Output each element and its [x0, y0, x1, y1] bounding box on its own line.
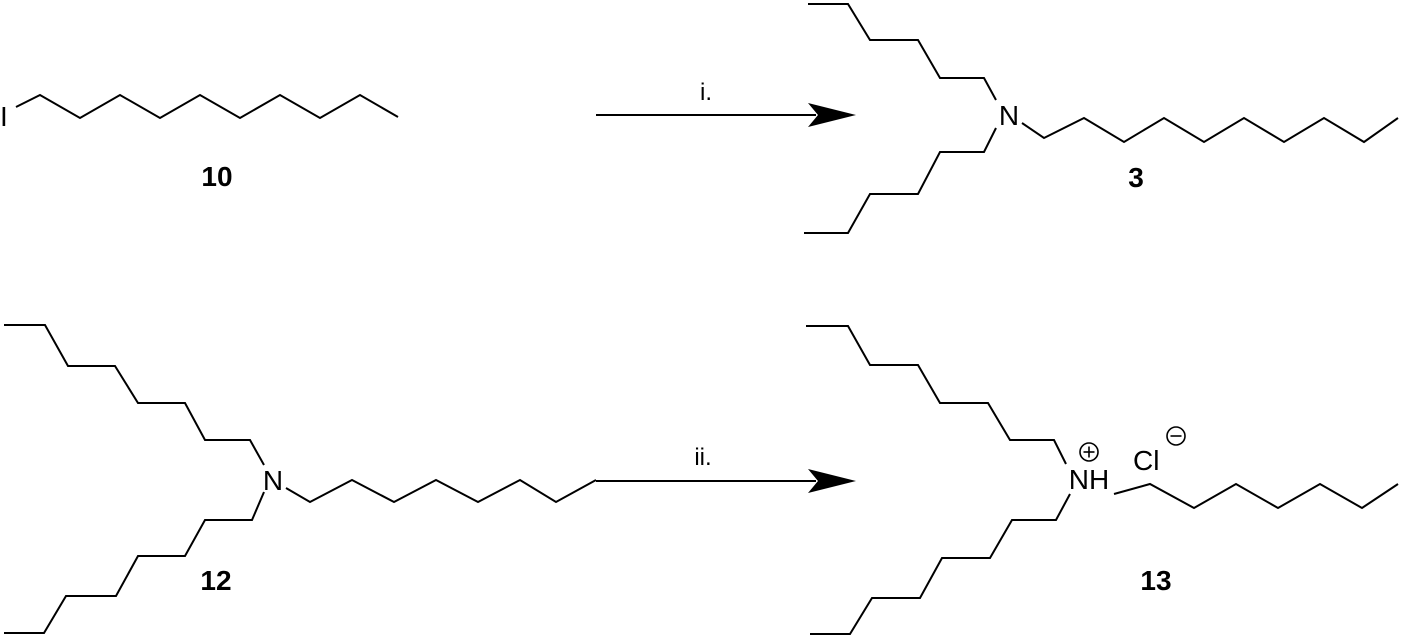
- conditions-ii: ii.: [694, 444, 711, 471]
- decyl-chain: [1021, 116, 1399, 144]
- compound-10: I 10: [0, 93, 399, 192]
- lower-alkyl-chain: [804, 127, 997, 234]
- compound-3: N 3: [804, 3, 1399, 234]
- compound-label-3: 3: [1128, 162, 1144, 193]
- upper-octyl-chain: [806, 325, 1067, 465]
- chloride-atom: Cl: [1133, 445, 1159, 476]
- ammonium-atom: NH: [1069, 464, 1109, 495]
- nitrogen-atom: N: [999, 100, 1019, 131]
- conditions-i: i.: [700, 79, 712, 106]
- reaction-arrow-1: i.: [596, 79, 856, 127]
- compound-label-13: 13: [1140, 565, 1171, 596]
- upper-alkyl-chain: [808, 3, 997, 101]
- compound-label-10: 10: [201, 161, 232, 192]
- compound-12: N 12: [4, 324, 597, 634]
- compound-13: NH Cl 13: [806, 325, 1399, 635]
- lower-octyl-chain: [4, 491, 265, 634]
- negative-charge-icon: [1166, 426, 1186, 446]
- reaction-arrow-2: ii.: [596, 444, 856, 493]
- iodine-atom: I: [0, 101, 8, 132]
- octyl-chain: [1113, 482, 1399, 510]
- nitrogen-atom: N: [263, 465, 283, 496]
- lower-octyl-chain: [810, 493, 1071, 635]
- decyl-chain: [15, 93, 399, 120]
- octyl-chain: [285, 478, 597, 504]
- compound-label-12: 12: [200, 565, 231, 596]
- positive-charge-icon: [1079, 442, 1099, 462]
- upper-octyl-chain: [4, 324, 265, 466]
